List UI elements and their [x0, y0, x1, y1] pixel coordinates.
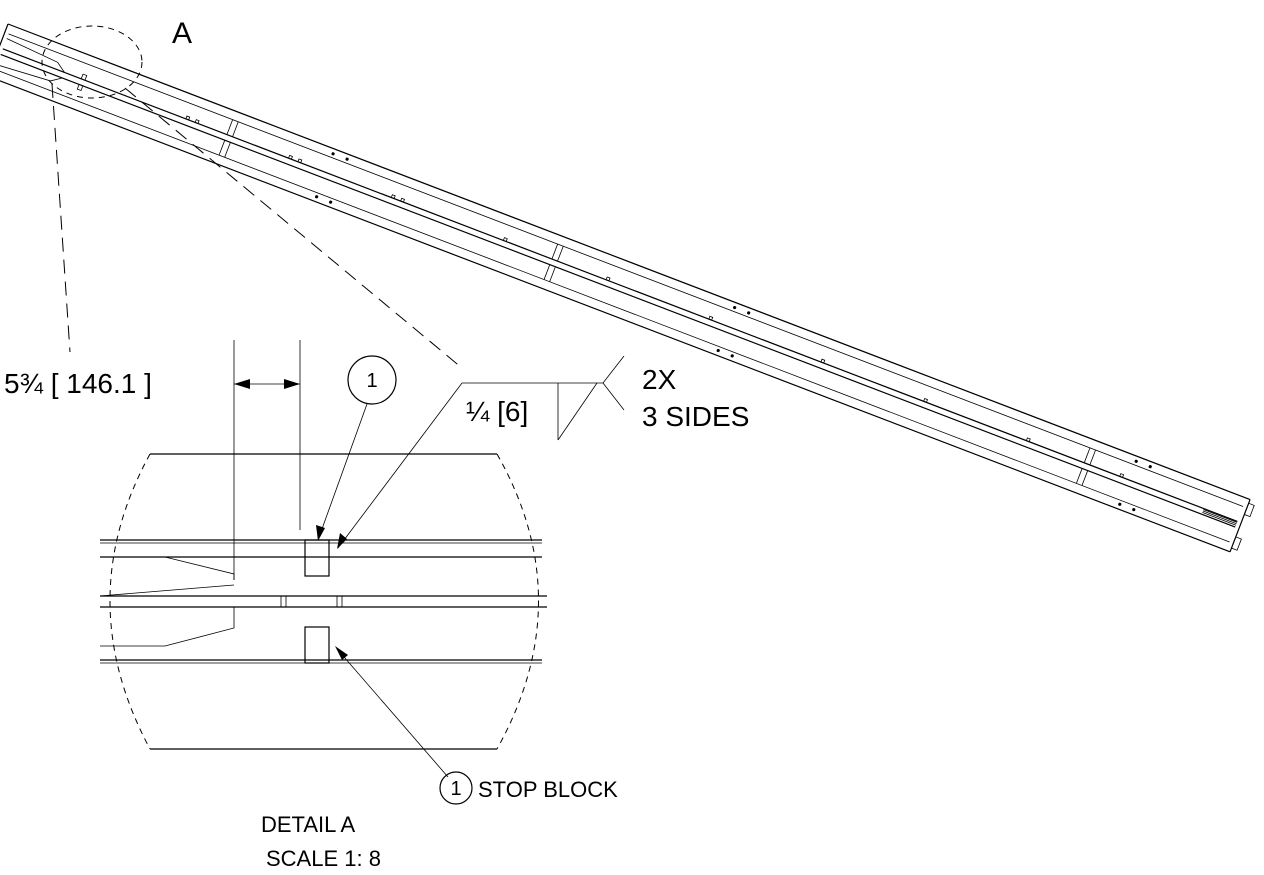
dimension: 5¾ [ 146.1 ] [4, 340, 301, 580]
detail-scale: SCALE 1: 8 [266, 846, 381, 871]
detail-tag: A [172, 17, 192, 50]
callout-number: 1 [450, 778, 461, 800]
beam-joints [218, 119, 1096, 486]
callout-stop-block: 1 STOP BLOCK [335, 646, 618, 805]
weld-note: 3 SIDES [642, 401, 749, 432]
main-beam [0, 23, 1255, 553]
balloon-upper-number: 1 [366, 370, 377, 392]
callout-label: STOP BLOCK [478, 777, 618, 802]
beam-holes [315, 152, 1152, 512]
weld-symbol: ¼ [6] 2X 3 SIDES [337, 355, 749, 549]
detail-circle [41, 25, 143, 99]
detail-title: DETAIL A [261, 812, 355, 837]
weld-size: ¼ [6] [466, 396, 528, 427]
detail-leader-right [124, 87, 463, 369]
stop-block-lower [304, 626, 330, 664]
weld-multiplier: 2X [642, 364, 677, 395]
beam-marks [185, 115, 1125, 479]
detail-view [99, 453, 547, 750]
detail-leader-left [51, 83, 71, 353]
stop-block-upper [304, 539, 330, 577]
balloon-upper: 1 [316, 355, 397, 541]
dimension-text: 5¾ [ 146.1 ] [4, 368, 152, 399]
